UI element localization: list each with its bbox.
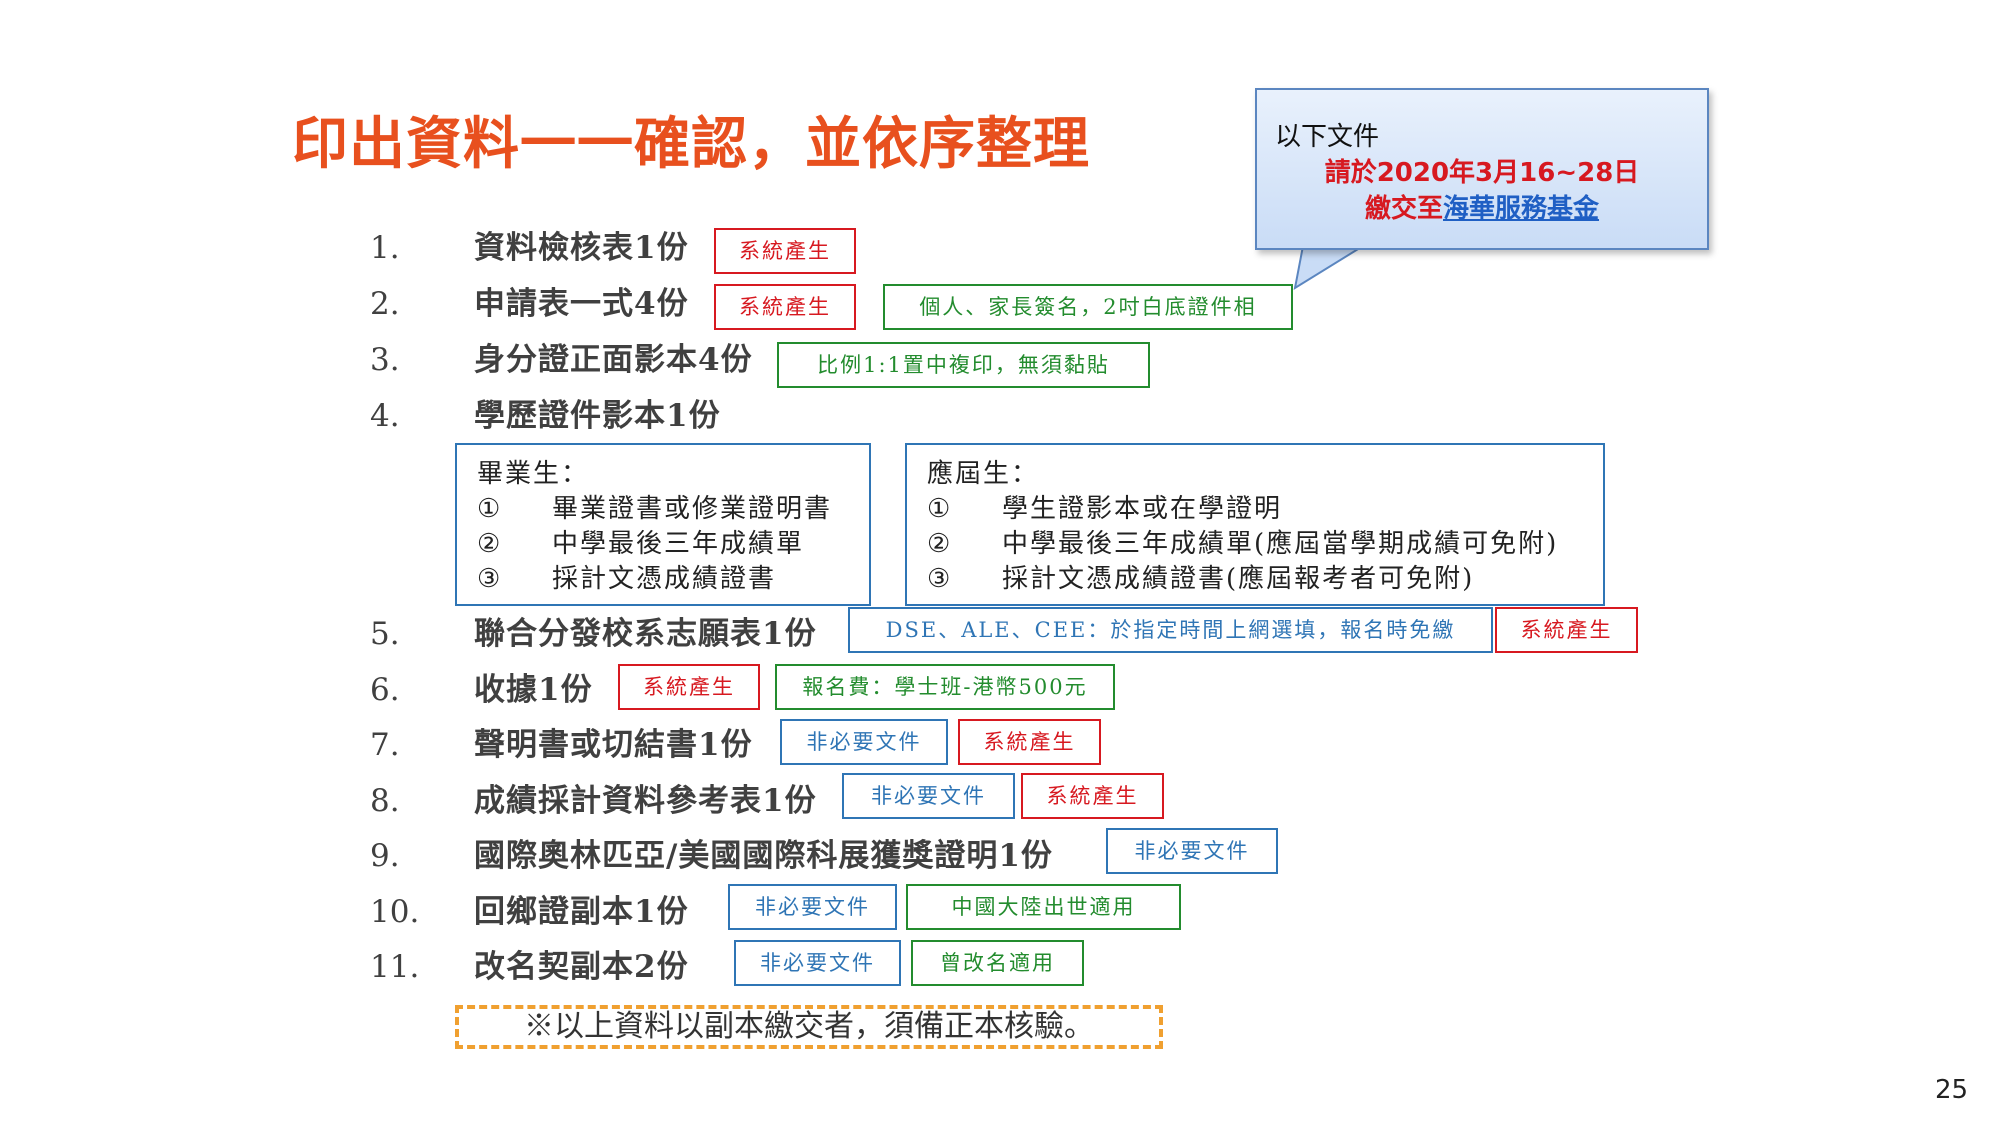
tag-application-fee: 報名費：學士班-港幣500元 xyxy=(775,664,1115,710)
circled-number: ③ xyxy=(477,564,503,594)
tag-optional: 非必要文件 xyxy=(1106,828,1278,874)
tag-copy-ratio: 比例1:1置中複印，無須黏貼 xyxy=(777,342,1150,388)
item-text: 改名契副本2份 xyxy=(474,949,689,985)
list-item: ① 畢業證書或修業證明書 xyxy=(477,492,849,527)
callout-line3: 繳交至海華服務基金 xyxy=(1257,188,1707,225)
tag-optional: 非必要文件 xyxy=(734,940,901,986)
callout-prefix: 繳交至 xyxy=(1364,194,1443,224)
item-number: 3. xyxy=(370,342,400,378)
box-heading: 畢業生： xyxy=(477,459,590,489)
list-item-text: 採計文憑成績證書(應屆報考者可免附) xyxy=(1002,564,1475,594)
item-text: 回鄉證副本1份 xyxy=(474,894,689,930)
item-text: 申請表一式4份 xyxy=(474,286,689,322)
tag-system-generated: 系統產生 xyxy=(1495,607,1638,653)
tag-dse-online: DSE、ALE、CEE：於指定時間上網選填，報名時免繳 xyxy=(848,607,1493,653)
item-number: 11. xyxy=(370,949,420,985)
list-item: ③ 採計文憑成績證書(應屆報考者可免附) xyxy=(927,562,1583,597)
foundation-link[interactable]: 海華服務基金 xyxy=(1443,194,1600,224)
circled-number: ② xyxy=(477,529,503,559)
item-number: 1. xyxy=(370,230,400,266)
tag-signature-photo: 個人、家長簽名，2吋白底證件相 xyxy=(883,284,1293,330)
item-text: 成績採計資料參考表1份 xyxy=(474,783,817,819)
circled-number: ① xyxy=(927,494,953,524)
item-number: 6. xyxy=(370,672,400,708)
list-item: ② 中學最後三年成績單(應屆當學期成績可免附) xyxy=(927,527,1583,562)
circled-number: ② xyxy=(927,529,953,559)
item-number: 10. xyxy=(370,894,420,930)
tag-optional: 非必要文件 xyxy=(728,884,897,930)
item-text: 學歷證件影本1份 xyxy=(474,398,721,434)
item-text: 資料檢核表1份 xyxy=(474,230,689,266)
graduate-documents-box: 畢業生： ① 畢業證書或修業證明書 ② 中學最後三年成績單 ③ 採計文憑成績證書 xyxy=(455,443,871,606)
list-item: ② 中學最後三年成績單 xyxy=(477,527,849,562)
item-number: 8. xyxy=(370,783,400,819)
item-number: 2. xyxy=(370,286,400,322)
list-item-text: 中學最後三年成績單 xyxy=(552,529,805,559)
tag-system-generated: 系統產生 xyxy=(958,719,1101,765)
item-text: 收據1份 xyxy=(474,672,593,708)
list-item-text: 畢業證書或修業證明書 xyxy=(552,494,833,524)
circled-number: ① xyxy=(477,494,503,524)
item-text: 國際奧林匹亞/美國國際科展獲獎證明1份 xyxy=(474,838,1053,874)
list-item-text: 學生證影本或在學證明 xyxy=(1002,494,1283,524)
tag-mainland-born: 中國大陸出世適用 xyxy=(906,884,1181,930)
tag-system-generated: 系統產生 xyxy=(714,284,856,330)
tag-system-generated: 系統產生 xyxy=(618,664,760,710)
deadline-callout: 以下文件 請於2020年3月16~28日 繳交至海華服務基金 xyxy=(1255,88,1709,250)
item-text: 聯合分發校系志願表1份 xyxy=(474,616,817,652)
item-number: 7. xyxy=(370,727,400,763)
callout-line1: 以下文件 xyxy=(1275,122,1380,152)
page-number: 25 xyxy=(1935,1075,1969,1105)
tag-system-generated: 系統產生 xyxy=(1021,773,1164,819)
tag-optional: 非必要文件 xyxy=(842,773,1015,819)
box-heading: 應屆生： xyxy=(927,459,1040,489)
circled-number: ③ xyxy=(927,564,953,594)
item-text: 身分證正面影本4份 xyxy=(474,342,753,378)
copy-verification-note: ※以上資料以副本繳交者，須備正本核驗。 xyxy=(455,1005,1163,1049)
tag-renamed: 曾改名適用 xyxy=(911,940,1084,986)
callout-tail xyxy=(1293,246,1365,291)
item-number: 9. xyxy=(370,838,400,874)
page-title: 印出資料一一確認，並依序整理 xyxy=(292,112,1090,177)
tag-optional: 非必要文件 xyxy=(780,719,948,765)
list-item-text: 中學最後三年成績單(應屆當學期成績可免附) xyxy=(1002,529,1559,559)
list-item: ① 學生證影本或在學證明 xyxy=(927,492,1583,527)
item-number: 4. xyxy=(370,398,400,434)
tag-system-generated: 系統產生 xyxy=(714,228,856,274)
list-item: ③ 採計文憑成績證書 xyxy=(477,562,849,597)
callout-line2: 請於2020年3月16~28日 xyxy=(1324,158,1640,188)
item-number: 5. xyxy=(370,616,400,652)
item-text: 聲明書或切結書1份 xyxy=(474,727,753,763)
list-item-text: 採計文憑成績證書 xyxy=(552,564,777,594)
